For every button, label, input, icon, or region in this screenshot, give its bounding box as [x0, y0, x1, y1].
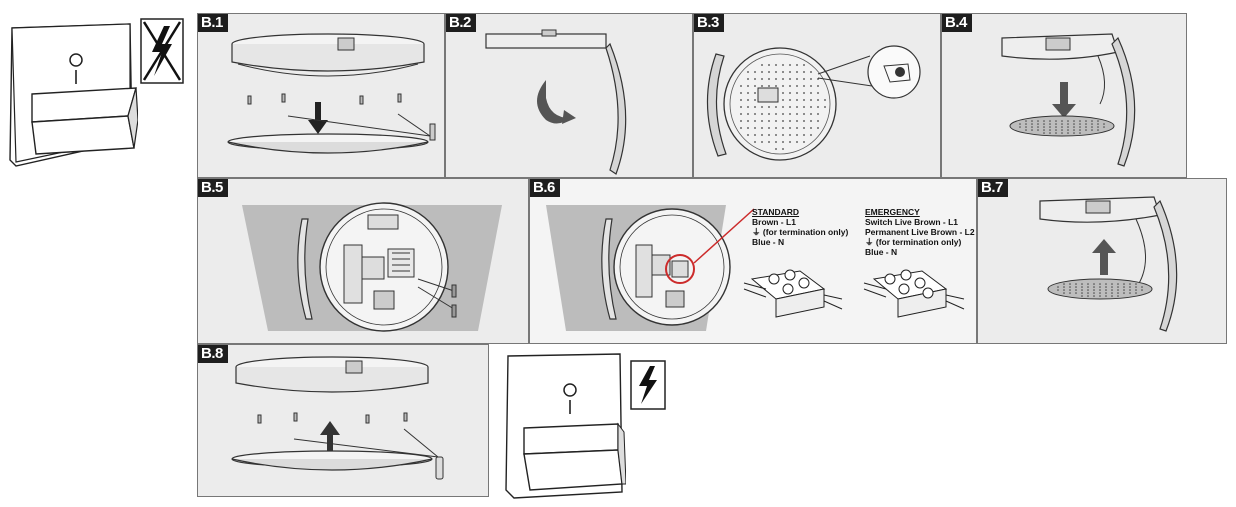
wall-switch-off [6, 20, 139, 170]
wiring-line: ⏚ (for termination only) [865, 237, 962, 247]
step-label: B.1 [198, 14, 228, 32]
step-label: B.3 [694, 14, 724, 32]
step-b1-panel: B.1 [197, 13, 445, 178]
step-b7-panel: B.7 [977, 178, 1227, 344]
rotate-arrow-icon [537, 80, 576, 124]
step-label: B.5 [198, 179, 228, 197]
wall-switch-icon [505, 353, 627, 499]
remove-diffuser-illustration [227, 33, 436, 154]
arrow-down-icon [1052, 82, 1076, 118]
raise-gear-tray-illustration [1039, 196, 1178, 332]
step-b8-panel: B.8 [197, 344, 489, 497]
terminal-block-standard [743, 269, 843, 318]
step-label: B.7 [978, 179, 1008, 197]
wiring-standard-heading: STANDARD [752, 207, 800, 217]
wiring-emergency-legend: EMERGENCY Switch Live Brown - L1 Permane… [865, 207, 975, 257]
step-b3-panel: B.3 [693, 13, 941, 178]
wiring-line: Switch Live Brown - L1 [865, 217, 959, 227]
terminal-block-emergency [863, 269, 965, 318]
wiring-line: Blue - N [752, 237, 785, 247]
release-diffuser-tab-illustration [706, 45, 921, 161]
step-b2-panel: B.2 [445, 13, 693, 178]
step-label: B.2 [446, 14, 476, 32]
step-label: B.4 [942, 14, 972, 32]
step-b5-panel: B.5 [197, 178, 529, 344]
wiring-emergency-heading: EMERGENCY [865, 207, 920, 217]
wiring-line: Permanent Live Brown - L2 [865, 227, 975, 237]
step-b4-panel: B.4 [941, 13, 1187, 178]
terminal-block-wiring-illustration [546, 205, 965, 331]
wiring-connection-illustration [242, 202, 502, 332]
refit-diffuser-illustration [231, 356, 444, 480]
wall-switch-icon [9, 23, 139, 167]
wiring-line: Blue - N [865, 247, 898, 257]
wiring-line: Brown - L1 [752, 217, 796, 227]
arrow-up-icon [320, 421, 340, 451]
power-on-lightning-icon [630, 360, 666, 410]
arrow-up-icon [1092, 239, 1116, 275]
wall-switch-on [500, 352, 627, 500]
step-label: B.6 [530, 179, 560, 197]
wiring-standard-legend: STANDARD Brown - L1 ⏚ (for termination o… [752, 207, 848, 247]
open-fixture-illustration [485, 29, 627, 175]
terminal-highlight-circle [665, 254, 695, 284]
step-b6-panel: B.6 STANDARD Brown - L1 [529, 178, 977, 344]
wiring-line: ⏚ (for termination only) [752, 227, 849, 237]
arrow-down-icon [308, 102, 328, 134]
step-label: B.8 [198, 345, 228, 363]
lower-gear-tray-illustration [1001, 33, 1136, 167]
power-off-lightning-crossed-icon [140, 18, 184, 84]
